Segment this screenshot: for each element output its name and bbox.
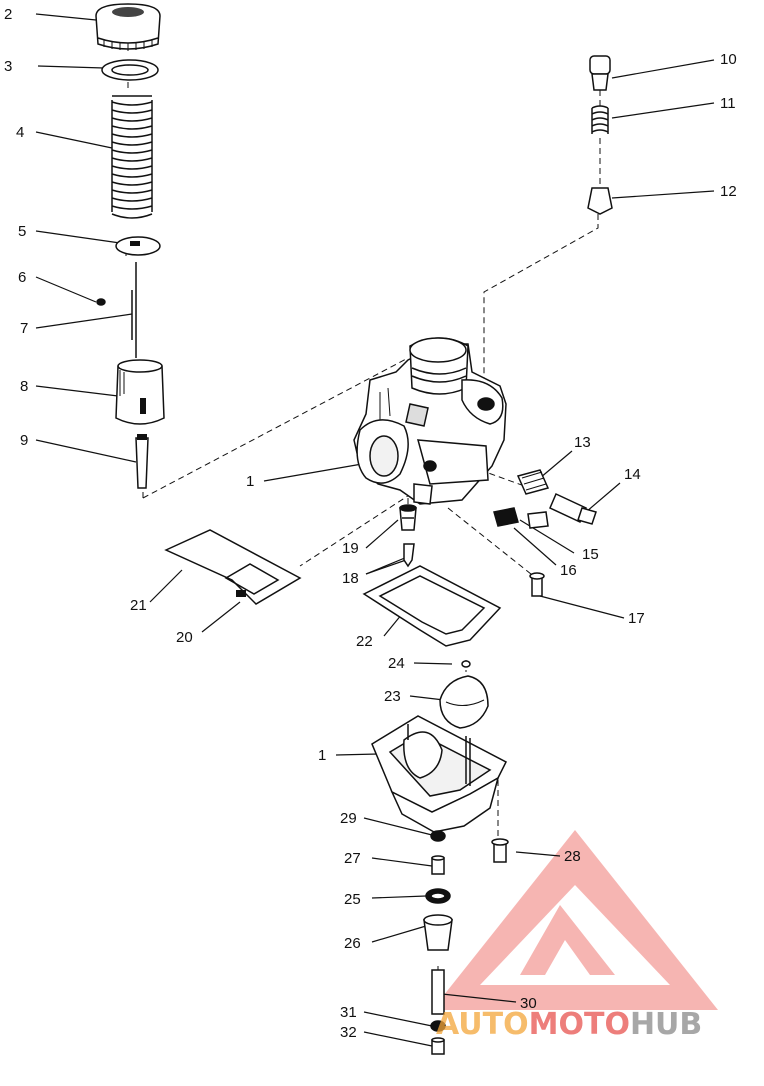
callout-22: 22 [356, 633, 373, 650]
callout-30: 30 [520, 995, 537, 1012]
parts [95, 3, 613, 1055]
part-needle-jet [431, 969, 445, 1015]
part-idle-screw [549, 492, 597, 525]
callout-13: 13 [574, 434, 591, 451]
part-jet-washer [430, 1020, 446, 1032]
watermark-a-letter [520, 905, 615, 975]
part-o-ring [425, 888, 451, 904]
callout-24: 24 [388, 655, 405, 672]
part-small-washer [430, 830, 446, 842]
callout-18: 18 [342, 570, 359, 587]
watermark-hub: HUB [630, 1007, 702, 1042]
callout-11: 11 [720, 95, 736, 112]
callout-31: 31 [340, 1004, 357, 1021]
callout-21: 21 [130, 597, 147, 614]
callout-4: 4 [16, 124, 24, 141]
callout-19: 19 [342, 540, 359, 557]
part-plate-gasket [164, 529, 302, 605]
part-bowl-screw [491, 838, 509, 863]
part-float [439, 675, 489, 729]
callout-32: 32 [340, 1024, 357, 1041]
callout-2: 2 [4, 6, 12, 23]
part-bowl-gasket [362, 565, 502, 647]
part-float-bowl [371, 715, 508, 833]
callout-23: 23 [384, 688, 401, 705]
part-pilot-jet [431, 855, 445, 875]
part-jet-assembly [493, 507, 549, 529]
callout-3: 3 [4, 58, 12, 75]
watermark-text: AUTOMOTOHUB [436, 1007, 702, 1042]
callout-25: 25 [344, 891, 361, 908]
callout-28: 28 [564, 848, 581, 865]
callout-26: 26 [344, 935, 361, 952]
part-carburetor-body [353, 337, 507, 505]
part-cap [95, 3, 161, 51]
watermark-auto: AUTO [436, 1007, 529, 1042]
callout-29: 29 [340, 810, 357, 827]
part-pilot-screw [516, 469, 550, 495]
part-float-needle [403, 543, 415, 568]
part-retainer [115, 236, 161, 256]
callout-17: 17 [628, 610, 645, 627]
part-needle [131, 262, 137, 358]
part-adjuster [589, 55, 611, 91]
callout-10: 10 [720, 51, 737, 68]
part-e-clip [96, 298, 106, 306]
part-cable-fitting [587, 187, 613, 215]
part-washer [101, 59, 159, 81]
callout-20: 20 [176, 629, 193, 646]
part-throttle-valve [115, 359, 165, 425]
part-jet-holder [423, 914, 453, 951]
callout-5: 5 [18, 223, 26, 240]
part-cable-end [135, 434, 149, 489]
part-main-jet [431, 1037, 445, 1055]
callout-9: 9 [20, 432, 28, 449]
callout-1-bowl: 1 [318, 747, 326, 764]
callout-27: 27 [344, 850, 361, 867]
watermark-moto: MOTO [529, 1007, 630, 1042]
part-drain-screw [529, 572, 545, 597]
watermark-logo [432, 830, 718, 1010]
callout-15: 15 [582, 546, 599, 563]
callout-1-carb: 1 [246, 473, 254, 490]
callout-labels: 2 3 4 5 6 7 8 9 10 11 12 1 13 14 15 16 1… [4, 6, 737, 1041]
part-small-spring [591, 105, 609, 134]
svg-text:AUTOMOTOHUB: AUTOMOTOHUB [436, 1007, 702, 1042]
callout-8: 8 [20, 378, 28, 395]
callout-6: 6 [18, 269, 26, 286]
callout-16: 16 [560, 562, 577, 579]
part-valve-seat [399, 504, 417, 531]
callout-12: 12 [720, 183, 737, 200]
callout-7: 7 [20, 320, 28, 337]
part-spring [111, 95, 153, 219]
callout-14: 14 [624, 466, 641, 483]
part-pin [461, 660, 471, 668]
